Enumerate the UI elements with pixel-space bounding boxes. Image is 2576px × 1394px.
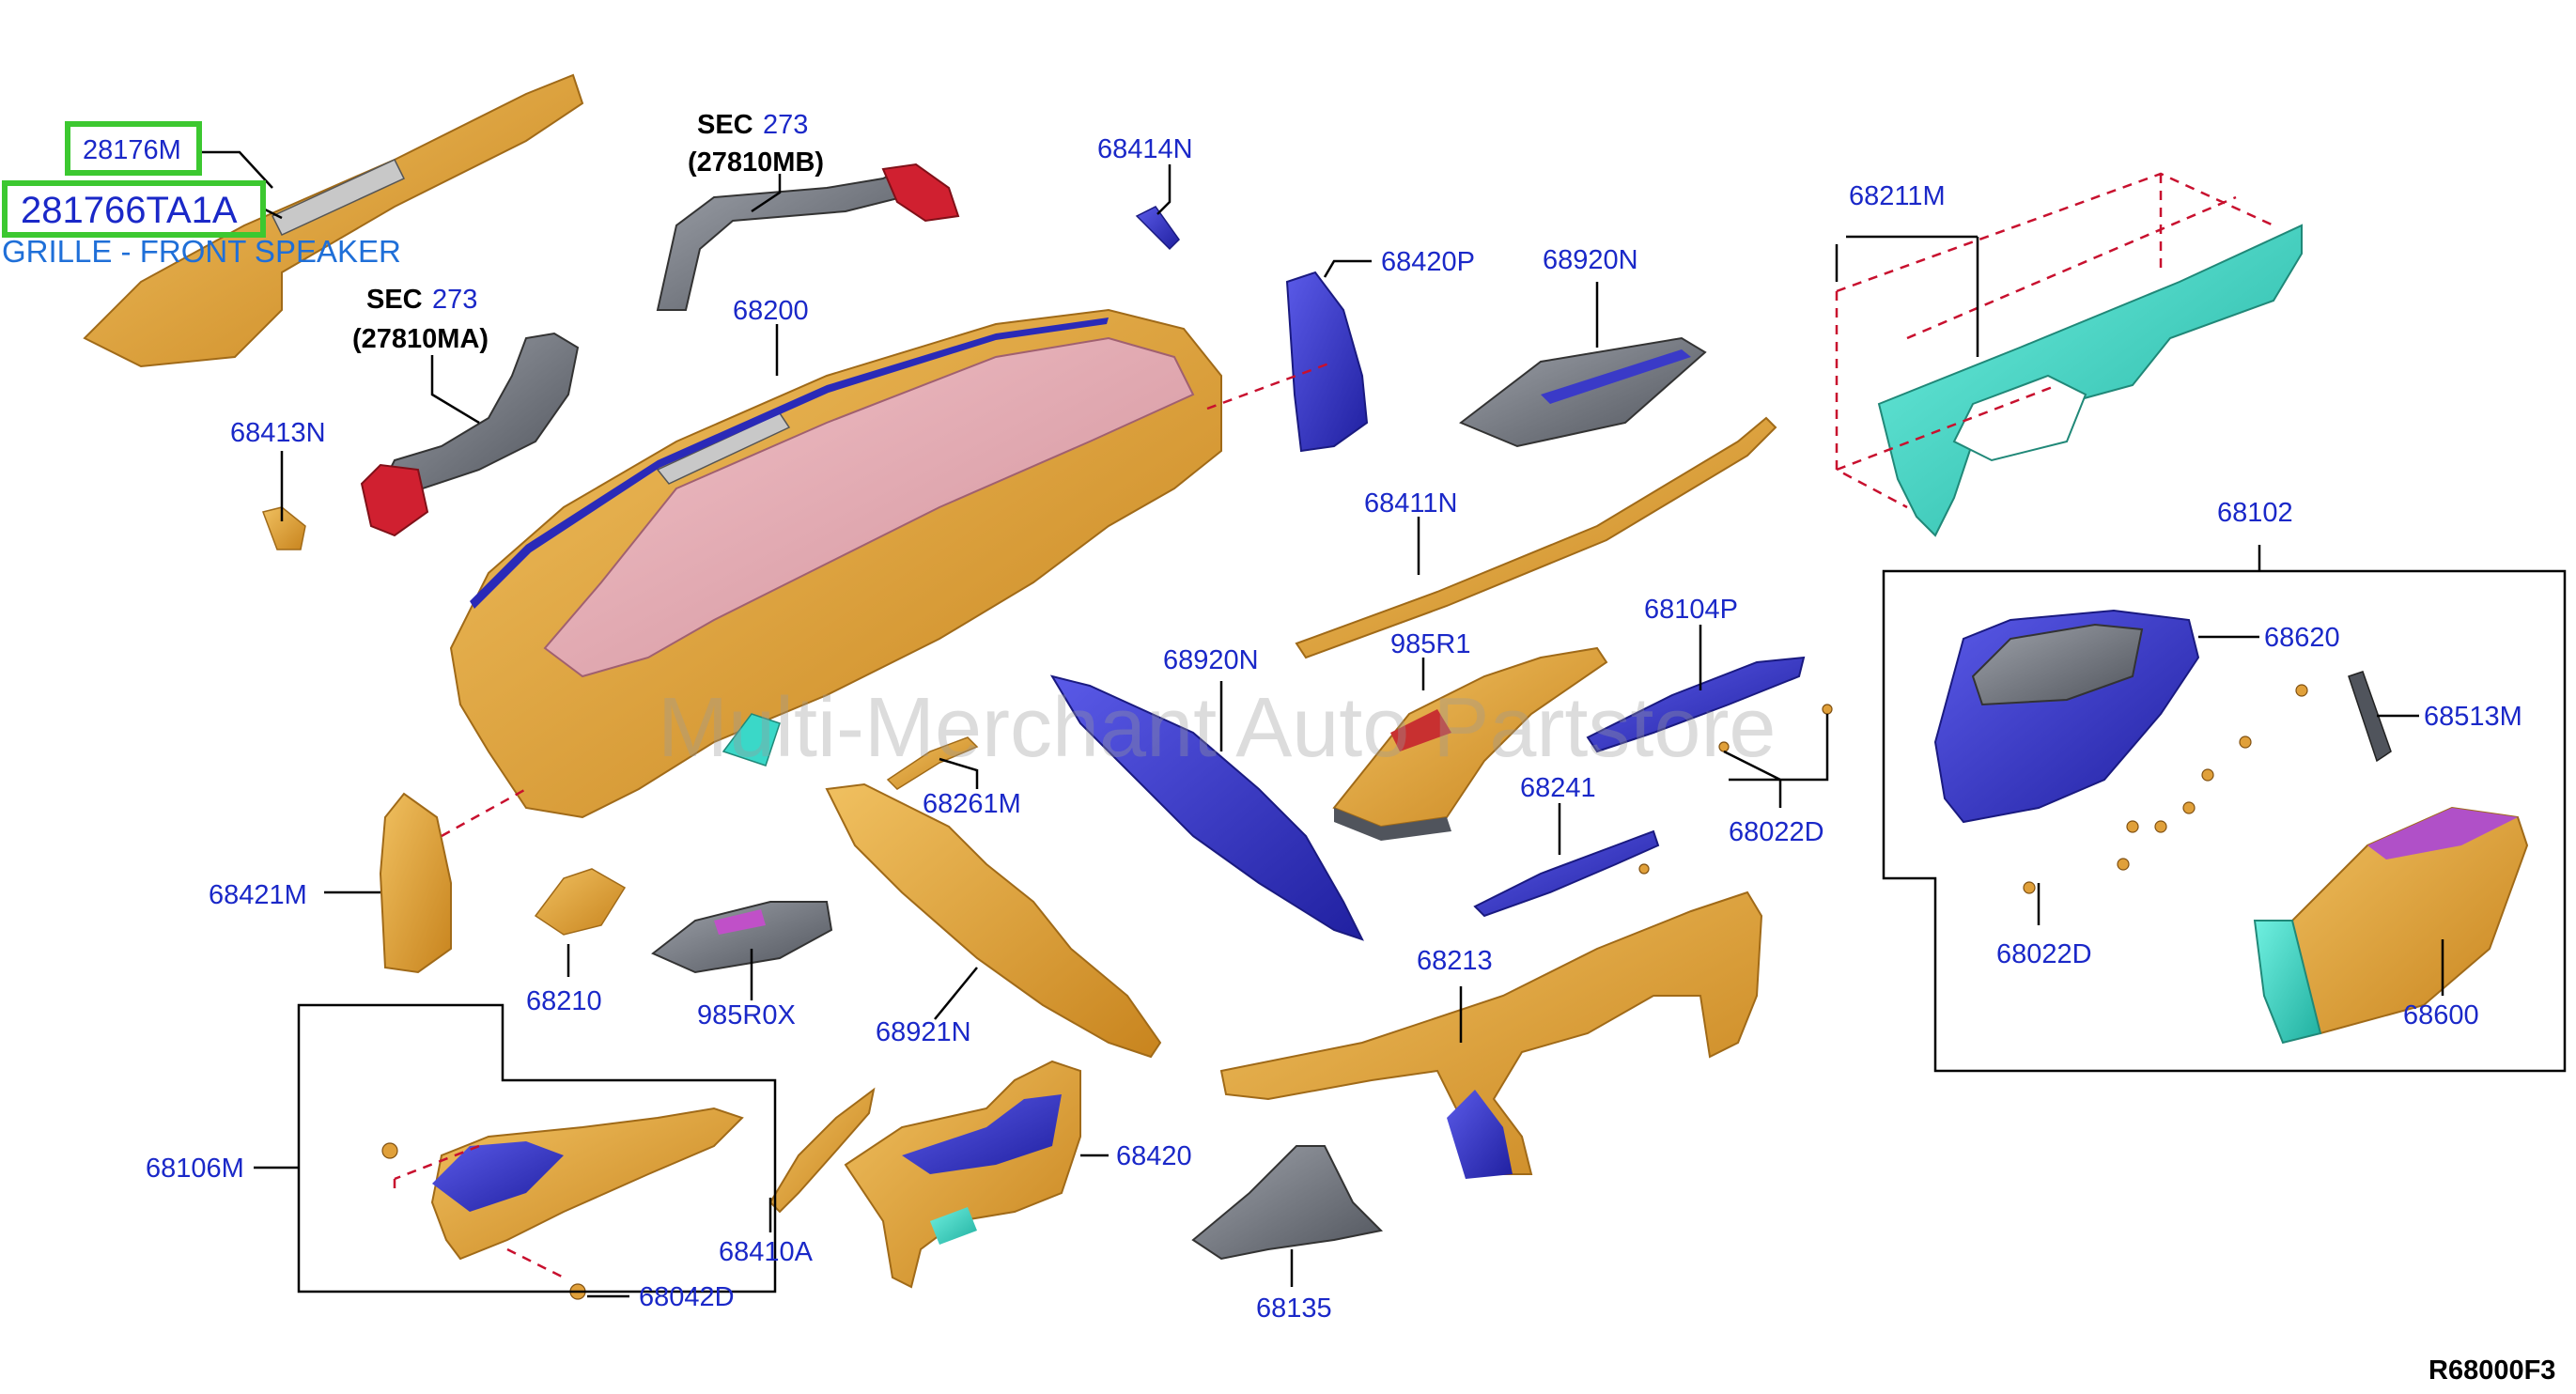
label-68920n-mid[interactable]: 68920N bbox=[1163, 645, 1259, 675]
label-68106m[interactable]: 68106M bbox=[146, 1154, 244, 1184]
label-68104p[interactable]: 68104P bbox=[1644, 595, 1738, 625]
guide-68211m-box bbox=[1835, 172, 2274, 509]
label-985r0x[interactable]: 985R0X bbox=[697, 1000, 796, 1030]
fasteners bbox=[381, 684, 2308, 1300]
part-68213-blue bbox=[1447, 1090, 1513, 1179]
label-sec-27810mb-num[interactable]: 273 bbox=[763, 110, 808, 140]
label-sec-27810ma-sec: SEC bbox=[366, 285, 423, 315]
part-68420p bbox=[1285, 271, 1369, 453]
part-duct-27810mb-end bbox=[881, 163, 960, 223]
part-68921n bbox=[825, 782, 1162, 1059]
part-68421m bbox=[379, 792, 452, 974]
label-68413n[interactable]: 68413N bbox=[230, 418, 326, 448]
part-68410a bbox=[768, 1087, 876, 1214]
part-985r1-module bbox=[1390, 709, 1451, 751]
highlight-28176m bbox=[65, 121, 202, 176]
label-68213[interactable]: 68213 bbox=[1417, 946, 1493, 976]
label-68620[interactable]: 68620 bbox=[2264, 623, 2340, 653]
guide-68420p bbox=[1206, 360, 1335, 410]
part-985r1-base bbox=[1334, 808, 1451, 841]
part-68420 bbox=[844, 1060, 1081, 1289]
part-68261m bbox=[886, 736, 979, 790]
label-68261m[interactable]: 68261M bbox=[923, 789, 1021, 819]
part-68413n bbox=[262, 506, 306, 550]
part-grille-front-speaker bbox=[83, 73, 584, 368]
part-68213 bbox=[1219, 891, 1763, 1175]
label-68211m[interactable]: 68211M bbox=[1849, 181, 1946, 211]
part-duct-27810ma-end bbox=[360, 463, 429, 537]
label-grille-description: GRILLE - FRONT SPEAKER bbox=[2, 234, 401, 269]
part-68600-teal bbox=[2253, 920, 2322, 1045]
label-68042d[interactable]: 68042D bbox=[639, 1282, 735, 1312]
part-grille-slots bbox=[271, 159, 406, 236]
label-sec-27810ma-num[interactable]: 273 bbox=[432, 285, 477, 315]
label-68102[interactable]: 68102 bbox=[2217, 498, 2293, 528]
part-985r0x bbox=[651, 901, 833, 974]
part-68102-box bbox=[1971, 623, 2144, 706]
label-281766ta1a[interactable]: 281766TA1A bbox=[21, 190, 238, 231]
part-68211m-opening bbox=[1952, 374, 2087, 462]
part-68420-teal bbox=[930, 1207, 977, 1245]
part-68600-top bbox=[2367, 808, 2518, 860]
part-68411n bbox=[1295, 416, 1777, 659]
part-68210 bbox=[534, 868, 627, 936]
label-68410a[interactable]: 68410A bbox=[719, 1237, 814, 1267]
part-68106m-blue bbox=[432, 1141, 564, 1212]
label-68022d-mid[interactable]: 68022D bbox=[1729, 817, 1824, 847]
label-28176m[interactable]: 28176M bbox=[83, 135, 181, 165]
part-68414n bbox=[1135, 206, 1180, 251]
label-sec-27810mb-sec: SEC bbox=[697, 110, 753, 140]
part-68211m bbox=[1877, 224, 2303, 537]
label-68513m[interactable]: 68513M bbox=[2424, 702, 2522, 732]
label-985r1[interactable]: 985R1 bbox=[1390, 629, 1470, 659]
label-68420[interactable]: 68420 bbox=[1116, 1141, 1192, 1171]
part-68920n-top-trim bbox=[1541, 349, 1691, 404]
part-panel-top-pad bbox=[543, 336, 1195, 678]
watermark: Multi-Merchant Auto Partstore bbox=[658, 681, 1776, 775]
frame-68102 bbox=[1882, 569, 2567, 1073]
part-68420-blue bbox=[902, 1094, 1062, 1174]
label-68022d-right[interactable]: 68022D bbox=[1996, 939, 2092, 969]
leader-lines bbox=[202, 150, 2444, 1298]
part-panel-teal-vent bbox=[722, 713, 781, 767]
part-985r0x-connector bbox=[714, 909, 766, 935]
part-68920n-mid bbox=[1049, 674, 1364, 941]
label-68920n-top[interactable]: 68920N bbox=[1543, 245, 1638, 275]
label-68135[interactable]: 68135 bbox=[1256, 1293, 1332, 1324]
guide-68106m bbox=[393, 1144, 565, 1279]
frame-68106m bbox=[297, 1003, 777, 1293]
part-68135 bbox=[1191, 1145, 1384, 1261]
label-68200[interactable]: 68200 bbox=[733, 296, 809, 326]
label-68600[interactable]: 68600 bbox=[2403, 1000, 2479, 1030]
part-68600 bbox=[2272, 806, 2529, 1035]
label-68411n[interactable]: 68411N bbox=[1364, 488, 1457, 519]
guide-68421m bbox=[441, 787, 527, 838]
label-68210[interactable]: 68210 bbox=[526, 986, 602, 1016]
highlight-281766ta1a bbox=[2, 180, 266, 238]
part-68513m bbox=[2348, 671, 2392, 763]
label-68421m[interactable]: 68421M bbox=[209, 880, 307, 910]
part-985r1 bbox=[1332, 646, 1608, 829]
diagram-reference-code: R68000F3 bbox=[2429, 1355, 2555, 1386]
label-68241[interactable]: 68241 bbox=[1520, 773, 1596, 803]
label-68921n[interactable]: 68921N bbox=[876, 1017, 971, 1047]
label-sec-27810ma-code: (27810MA) bbox=[352, 324, 489, 354]
label-sec-27810mb-code: (27810MB) bbox=[688, 147, 824, 178]
part-68241 bbox=[1473, 829, 1660, 918]
part-duct-27810ma bbox=[383, 332, 580, 490]
label-68414n[interactable]: 68414N bbox=[1097, 134, 1193, 164]
label-68420p[interactable]: 68420P bbox=[1381, 247, 1475, 277]
